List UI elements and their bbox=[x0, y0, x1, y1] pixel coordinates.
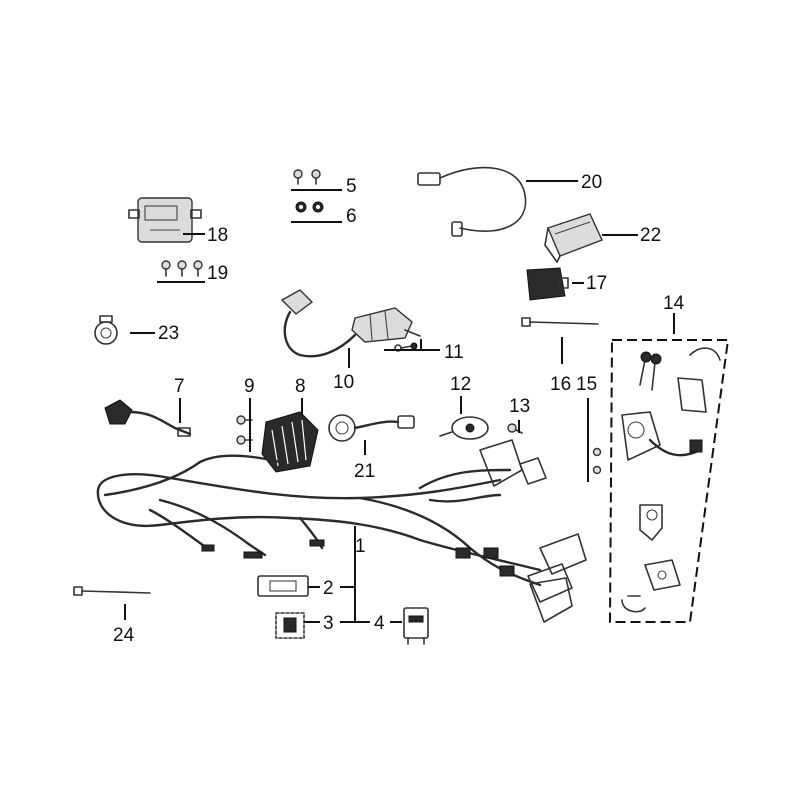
label-9: 9 bbox=[244, 376, 255, 397]
part-7-switch bbox=[104, 399, 192, 437]
label-15: 15 bbox=[576, 374, 597, 395]
label-20: 20 bbox=[581, 172, 602, 193]
label-11: 11 bbox=[444, 342, 464, 363]
part-1-wire-harness bbox=[96, 439, 587, 623]
callout-labels: 1 2 3 4 5 6 7 8 9 10 11 12 13 14 15 16 1… bbox=[113, 172, 685, 646]
label-13: 13 bbox=[509, 396, 530, 417]
label-12: 12 bbox=[450, 374, 471, 395]
label-19: 19 bbox=[207, 263, 228, 284]
label-23: 23 bbox=[158, 323, 179, 344]
part-2-fuse-holder bbox=[257, 575, 309, 597]
part-16-cable-tie bbox=[521, 317, 599, 327]
label-4: 4 bbox=[374, 613, 385, 634]
part-15-screws bbox=[592, 447, 602, 475]
label-17: 17 bbox=[586, 273, 607, 294]
part-17-flasher bbox=[526, 267, 569, 301]
part-8-regulator bbox=[261, 411, 319, 473]
label-7: 7 bbox=[174, 376, 185, 397]
label-21: 21 bbox=[354, 461, 375, 482]
label-2: 2 bbox=[323, 578, 334, 599]
label-16: 16 bbox=[550, 374, 571, 395]
part-22-module bbox=[544, 213, 603, 263]
part-19-screws bbox=[161, 260, 203, 277]
part-20-wire-lead bbox=[417, 166, 527, 237]
part-5-screws bbox=[293, 169, 321, 185]
label-22: 22 bbox=[640, 225, 661, 246]
part-4-relay bbox=[403, 607, 429, 645]
part-12-bracket bbox=[439, 416, 489, 440]
part-10-ignition-coil bbox=[280, 289, 421, 358]
label-10: 10 bbox=[333, 372, 354, 393]
label-6: 6 bbox=[346, 206, 357, 227]
part-18-control-box bbox=[128, 197, 202, 243]
label-18: 18 bbox=[207, 225, 228, 246]
part-21-horn bbox=[328, 414, 415, 442]
label-24: 24 bbox=[113, 625, 135, 646]
part-23-clamp bbox=[94, 315, 118, 345]
label-5: 5 bbox=[346, 176, 357, 197]
label-3: 3 bbox=[323, 613, 334, 634]
part-14-key-set bbox=[608, 339, 730, 623]
label-14: 14 bbox=[663, 293, 685, 314]
label-8: 8 bbox=[295, 376, 306, 397]
part-3-fuse bbox=[275, 612, 305, 639]
leader-lines bbox=[124, 180, 675, 623]
part-6-washers bbox=[295, 201, 324, 213]
label-1: 1 bbox=[355, 536, 366, 557]
part-24-cable-tie bbox=[73, 586, 151, 596]
